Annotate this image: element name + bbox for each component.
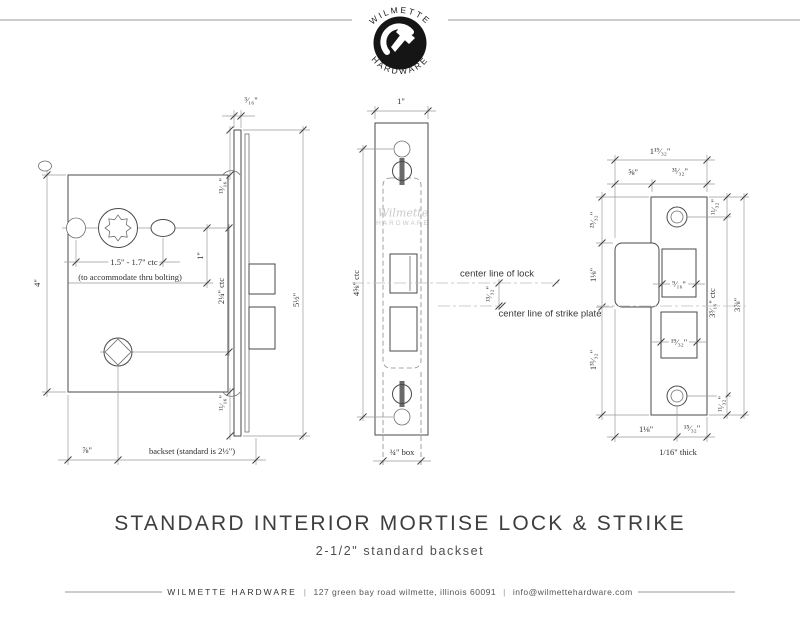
dim-hub-to-centerline: 1" xyxy=(194,252,205,260)
watermark-script: Wilmette xyxy=(377,206,429,220)
wilmette-hardware-logo: WILMETTE HARDWARE xyxy=(367,5,430,77)
footer-separator: | xyxy=(303,587,307,597)
note-strike-thickness: 1/16" thick xyxy=(659,446,697,457)
footer-email: info@wilmettehardware.com xyxy=(512,587,633,597)
dim-case-height: 4" xyxy=(31,279,42,287)
dim-thru-bolt-ctc: 1.5" - 1.7" ctc xyxy=(108,256,160,267)
drawing-subtitle: 2-1/2" standard backset xyxy=(315,544,485,558)
drawing-title: STANDARD INTERIOR MORTISE LOCK & STRIKE xyxy=(114,512,686,535)
dim-strike-bottom-right: ¹⁵⁄₃₂" xyxy=(683,422,701,433)
hammer-handle-icon xyxy=(391,34,406,52)
dim-strike-center-to-bottom: 1³¹⁄₃₂" xyxy=(587,349,598,371)
label-centerline-lock: center line of lock xyxy=(460,268,534,280)
dim-face-height: 5½" xyxy=(290,292,301,308)
dim-bottom-gap: ¹¹⁄₁₆" xyxy=(216,395,227,411)
centerlines xyxy=(352,279,746,310)
dim-strike-latch-opening: ⁹⁄₁₆" xyxy=(670,278,688,289)
dim-strike-plate-width: ³¹⁄₃₂" xyxy=(672,165,688,176)
dim-strike-overall-height: 3⅞" xyxy=(731,297,742,313)
dim-face-thickness: ³⁄₁₆" xyxy=(244,94,258,105)
dim-strike-screw-ctc: 3³⁄₁₆" ctc xyxy=(706,288,717,318)
dim-hub-ctc: 2¼" ctc xyxy=(215,277,226,305)
dim-top-gap: ¹³⁄₁₆" xyxy=(216,178,227,194)
footer: WILMETTE HARDWARE | 127 green bay road wil… xyxy=(167,587,633,597)
dim-strike-screw-edge-bottom: ¹¹⁄₃₂" xyxy=(715,394,726,414)
hammer-head-icon xyxy=(396,26,415,44)
dim-edge-to-spindle: ⅞" xyxy=(82,444,92,455)
footer-address: 127 green bay road wilmette, illinois 60… xyxy=(313,587,497,597)
watermark-caps: HARDWARE xyxy=(376,219,430,227)
dim-box-width: ¾" box xyxy=(389,446,415,457)
footer-separator: | xyxy=(503,587,506,597)
dim-strike-top-to-lip: ²⁵⁄₃₂" xyxy=(587,211,598,229)
dim-backset: backset (standard is 2½") xyxy=(148,445,236,456)
dim-strike-lip-width: ⅝" xyxy=(628,166,638,177)
dim-strike-overall-width: 1¹⁹⁄₃₂" xyxy=(649,145,671,156)
dim-strike-lip-to-center: 1⅛" xyxy=(587,267,598,283)
footer-brand: WILMETTE HARDWARE xyxy=(167,587,297,597)
hammer-arm-icon xyxy=(380,23,414,55)
lock-side-view xyxy=(38,110,310,465)
label-centerline-strike: center line of strike plate xyxy=(498,308,602,320)
dim-strike-screw-edge-top: ¹¹⁄₃₂" xyxy=(708,199,719,215)
lock-front-view xyxy=(357,106,436,465)
dim-faceplate-screw-ctc: 4⅝" ctc xyxy=(350,269,361,297)
dim-faceplate-width: 1" xyxy=(397,95,405,106)
strike-plate-view xyxy=(596,155,749,442)
dim-strike-bolt-opening: ¹⁹⁄₃₂" xyxy=(668,336,690,347)
note-thru-bolting: (to accommodate thru bolting) xyxy=(78,271,182,282)
dim-centerline-offset: ¹³⁄₃₂" xyxy=(483,284,494,304)
dim-strike-bottom-left: 1⅛" xyxy=(638,423,654,434)
